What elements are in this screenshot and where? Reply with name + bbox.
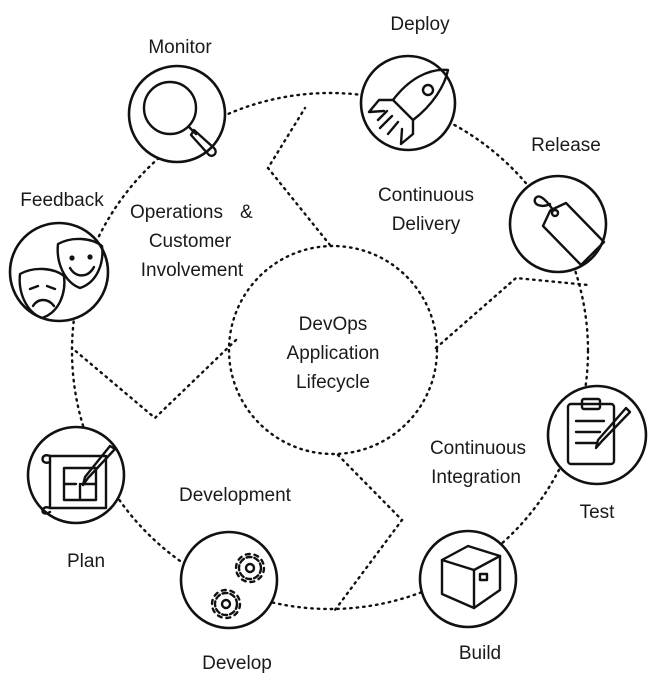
rocket-icon [367, 68, 450, 146]
stage-monitor: Monitor [127, 37, 227, 164]
phase-integration-line1: Continuous [430, 438, 526, 459]
phase-development-line1: Development [179, 485, 292, 506]
divider-right [434, 276, 590, 350]
stage-deploy: Deploy [359, 14, 457, 152]
stage-release: Release [508, 135, 608, 274]
stage-build-label: Build [459, 643, 501, 664]
divider-bottom [333, 453, 404, 612]
phase-delivery-line1: Continuous [378, 185, 474, 206]
theater-masks-icon [18, 237, 104, 320]
phase-operations-line3: Involvement [141, 260, 244, 281]
phase-operations-line1: Operations [130, 202, 223, 223]
center-circle [227, 244, 439, 456]
stage-build: Build [418, 529, 518, 664]
clipboard-pencil-icon [566, 397, 632, 466]
stage-develop-label: Develop [202, 653, 272, 674]
center-title-line1: DevOps [299, 314, 368, 335]
magnifier-icon [142, 80, 217, 157]
phase-operations-line2: Customer [149, 231, 232, 252]
stage-develop: Develop [179, 530, 279, 674]
center-title-line2: Application [287, 343, 380, 364]
center-title-line3: Lifecycle [296, 372, 370, 393]
gears-icon [210, 552, 266, 620]
stage-test-label: Test [580, 502, 616, 523]
stage-deploy-label: Deploy [390, 14, 450, 35]
phase-operations-amp: & [240, 202, 253, 223]
blueprint-icon [41, 444, 117, 515]
phase-integration-line2: Integration [431, 467, 521, 488]
stage-feedback-label: Feedback [20, 190, 104, 211]
stage-monitor-label: Monitor [148, 37, 212, 58]
phase-delivery-line2: Delivery [392, 214, 461, 235]
tag-icon [533, 195, 606, 267]
stage-feedback: Feedback [8, 190, 110, 323]
stage-release-label: Release [531, 135, 601, 156]
stage-test: Test [546, 384, 648, 523]
stage-plan: Plan [26, 425, 126, 572]
divider-left [70, 338, 238, 420]
stage-plan-label: Plan [67, 551, 105, 572]
package-box-icon [440, 544, 502, 610]
divider-top [266, 106, 332, 247]
outer-ring [70, 91, 590, 611]
